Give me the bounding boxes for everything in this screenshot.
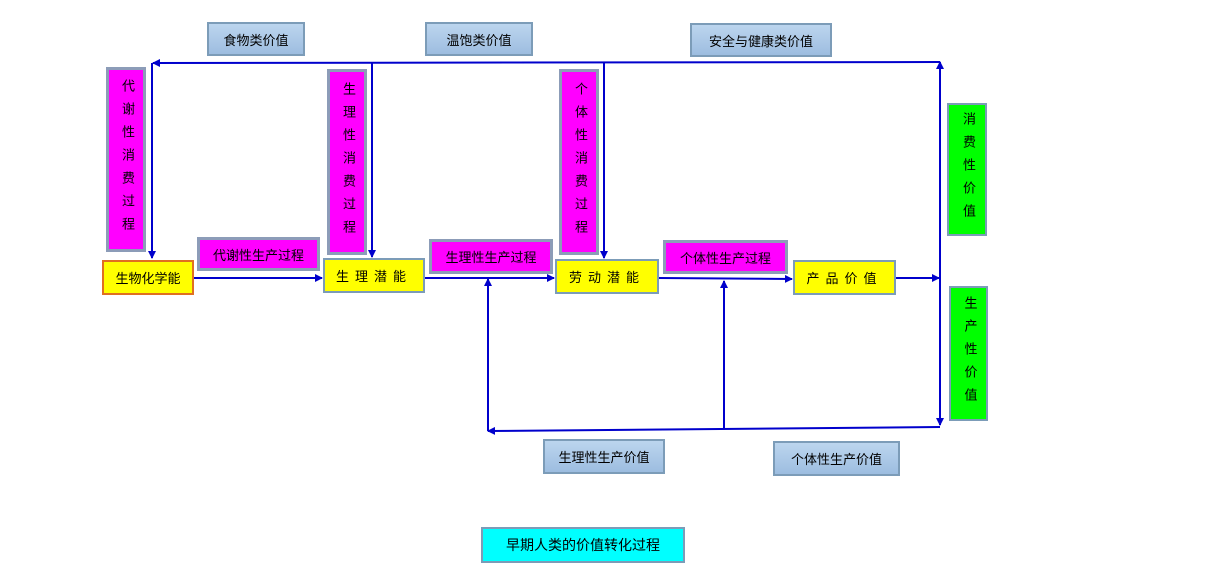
warmth-value-label: 温饱类价值 [425, 22, 533, 56]
diagram-title: 早期人类的价值转化过程 [481, 527, 685, 563]
food-value-label: 食物类价值 [207, 22, 305, 56]
individual-production-value-label: 个体性生产价值 [773, 441, 900, 476]
physiological-production-process: 生理性生产过程 [429, 239, 553, 274]
safety-health-value-label: 安全与健康类价值 [690, 23, 832, 57]
product-value-node: 产品价值 [793, 260, 896, 295]
physiological-production-value-label: 生理性生产价值 [543, 439, 665, 474]
biochemical-energy-node: 生物化学能 [102, 260, 194, 295]
productive-value-label: 生产性价值 [949, 286, 988, 421]
metabolic-production-process: 代谢性生产过程 [197, 237, 320, 271]
physiological-consumption-process: 生理性消费过程 [327, 69, 367, 255]
consumptive-value-label: 消费性价值 [947, 103, 987, 236]
labor-potential-node: 劳动潜能 [555, 259, 659, 294]
individual-consumption-process: 个体性消费过程 [559, 69, 599, 255]
physiological-potential-node: 生理潜能 [323, 258, 425, 293]
metabolic-consumption-process: 代谢性消费过程 [106, 67, 146, 252]
individual-production-process: 个体性生产过程 [663, 240, 788, 274]
